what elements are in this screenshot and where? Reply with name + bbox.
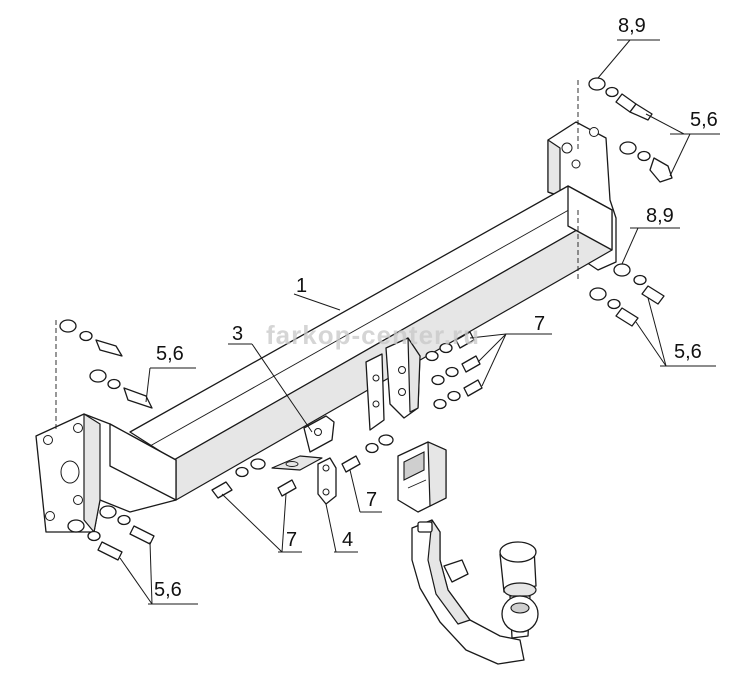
hardware-left-lower bbox=[67, 505, 155, 561]
socket-plate bbox=[317, 457, 337, 505]
callout-labels: 8,9 5,6 8,9 5,6 5,6 5,6 1 3 4 7 7 7 bbox=[154, 15, 718, 601]
callout-bolts-center-group: 7 bbox=[286, 529, 297, 551]
callout-plate-bracket: 3 bbox=[232, 323, 243, 345]
callout-hw-right-lower: 8,9 bbox=[646, 205, 674, 227]
leader-lines bbox=[119, 39, 720, 605]
center-bracket-vertical bbox=[365, 337, 421, 431]
electrical-socket bbox=[397, 441, 447, 513]
callout-bolts-left-upper: 5,6 bbox=[156, 343, 184, 365]
callout-socket-plate: 4 bbox=[342, 529, 353, 551]
callout-bolts-center-right: 7 bbox=[366, 489, 377, 511]
center-bracket-3 bbox=[271, 415, 335, 471]
callout-bolts-right-group: 7 bbox=[534, 313, 545, 335]
callout-beam: 1 bbox=[296, 275, 307, 297]
callout-bolts-left-lower: 5,6 bbox=[154, 579, 182, 601]
hardware-right-group bbox=[425, 331, 483, 410]
hardware-top-right bbox=[577, 77, 673, 183]
callout-bolts-right-lower: 5,6 bbox=[674, 341, 702, 363]
callout-bolts-top-right: 5,6 bbox=[690, 109, 718, 131]
callout-hw-top-right-upper: 8,9 bbox=[618, 15, 646, 37]
watermark: farkop-center.ru bbox=[266, 320, 480, 350]
hardware-center-group bbox=[211, 434, 394, 499]
left-mounting-bracket bbox=[35, 413, 177, 533]
hardware-right-lower bbox=[577, 210, 665, 327]
tow-ball-assembly bbox=[411, 519, 539, 665]
hardware-left-upper bbox=[55, 319, 153, 430]
